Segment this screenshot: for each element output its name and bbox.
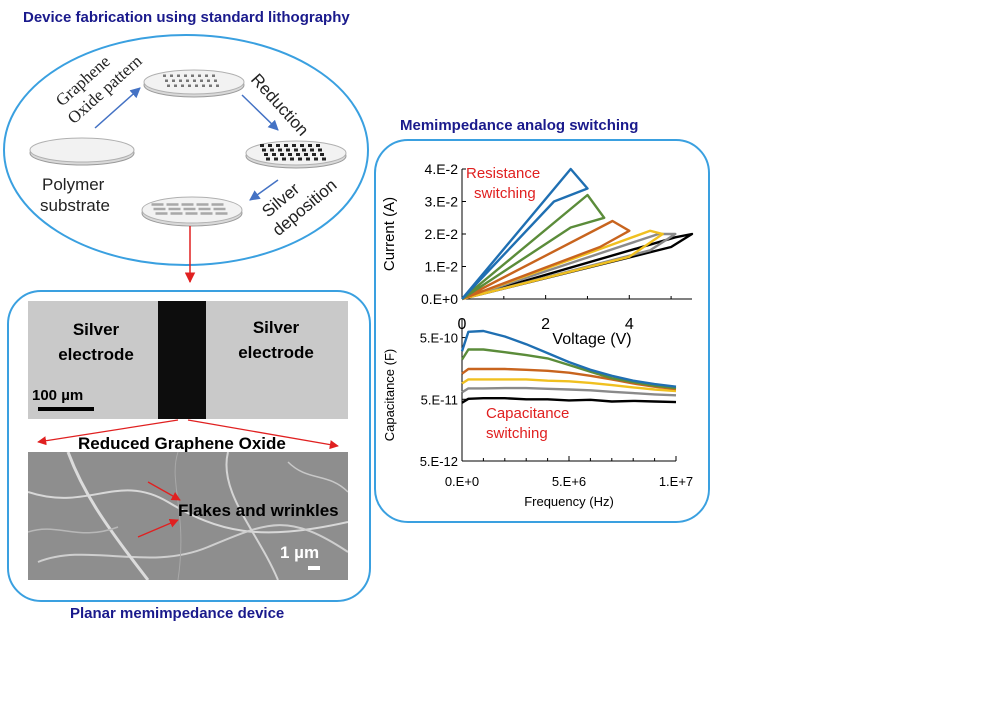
iv-series-line [461, 193, 606, 301]
cap-series-line [460, 329, 677, 388]
cap-y-tick-label: 5.E-10 [420, 331, 458, 346]
wrinkle-texture [28, 452, 348, 580]
iv-y-tick-label: 0.E+0 [421, 291, 458, 307]
cap-x-tick-label: 0.E+0 [445, 474, 479, 489]
iv-y-tick-label: 3.E-2 [425, 194, 459, 210]
iv-x-tick-label: 4 [625, 316, 634, 333]
iv-x-tick-label: 2 [541, 316, 550, 333]
cap-x-tick-label: 1.E+7 [659, 474, 693, 489]
cap-series-line [461, 397, 677, 404]
substrate-disc [29, 137, 135, 166]
cap-series-line [460, 348, 677, 390]
reduced-disc [245, 140, 347, 169]
iv-y-label: Current (A) [381, 197, 398, 271]
cap-y-tick-label: 5.E-11 [421, 392, 458, 407]
iv-series-line [461, 229, 664, 301]
scale-bar-bottom [308, 566, 320, 570]
cap-y-label: Capacitance (F) [382, 349, 397, 441]
iv-x-label: Voltage (V) [552, 331, 631, 348]
reduction-label: Reduction [247, 70, 312, 140]
scale-bar-top [38, 407, 94, 411]
arrow-deposition [249, 179, 279, 201]
cap-x-tick-label: 5.E+6 [552, 474, 586, 489]
flakes-label: Flakes and wrinkles [178, 501, 339, 520]
arrow-reduction [241, 94, 279, 131]
iv-y-tick-label: 1.E-2 [425, 259, 459, 275]
iv-y-tick-label: 2.E-2 [425, 226, 459, 242]
cap-series-line [461, 367, 677, 391]
fabrication-diagram: Graphene Oxide pattern Reduction Polymer… [3, 34, 369, 284]
scale-bar-top-label: 100 µm [32, 387, 84, 404]
iv-y-tick-label: 4.E-2 [425, 161, 459, 177]
sem-bottom-image: Flakes and wrinkles 1 µm [28, 452, 348, 580]
silver-disc [141, 196, 243, 227]
process-ellipse [3, 34, 369, 266]
rgo-label: Reduced Graphene Oxide [78, 434, 286, 453]
cap-series-line [461, 386, 677, 397]
planar-title: Planar memimpedance device [70, 605, 285, 622]
arrow-pattern [94, 87, 141, 129]
switching-title: Memimpedance analog switching [400, 117, 639, 134]
cap-series-line [461, 378, 677, 393]
cap-x-label: Frequency (Hz) [524, 494, 614, 509]
fabrication-title: Device fabrication using standard lithog… [23, 9, 350, 26]
iv-series-line [461, 219, 631, 301]
go-pattern-disc [143, 69, 245, 98]
iv-series-line [461, 167, 589, 300]
substrate-label: Polymer substrate [40, 175, 110, 215]
zoom-arrows [37, 419, 339, 450]
rgo-channel [158, 301, 206, 419]
cap-y-tick-label: 5.E-12 [420, 454, 458, 469]
deposition-label: Silver deposition [255, 159, 340, 239]
scale-bar-bottom-label: 1 µm [280, 543, 320, 562]
